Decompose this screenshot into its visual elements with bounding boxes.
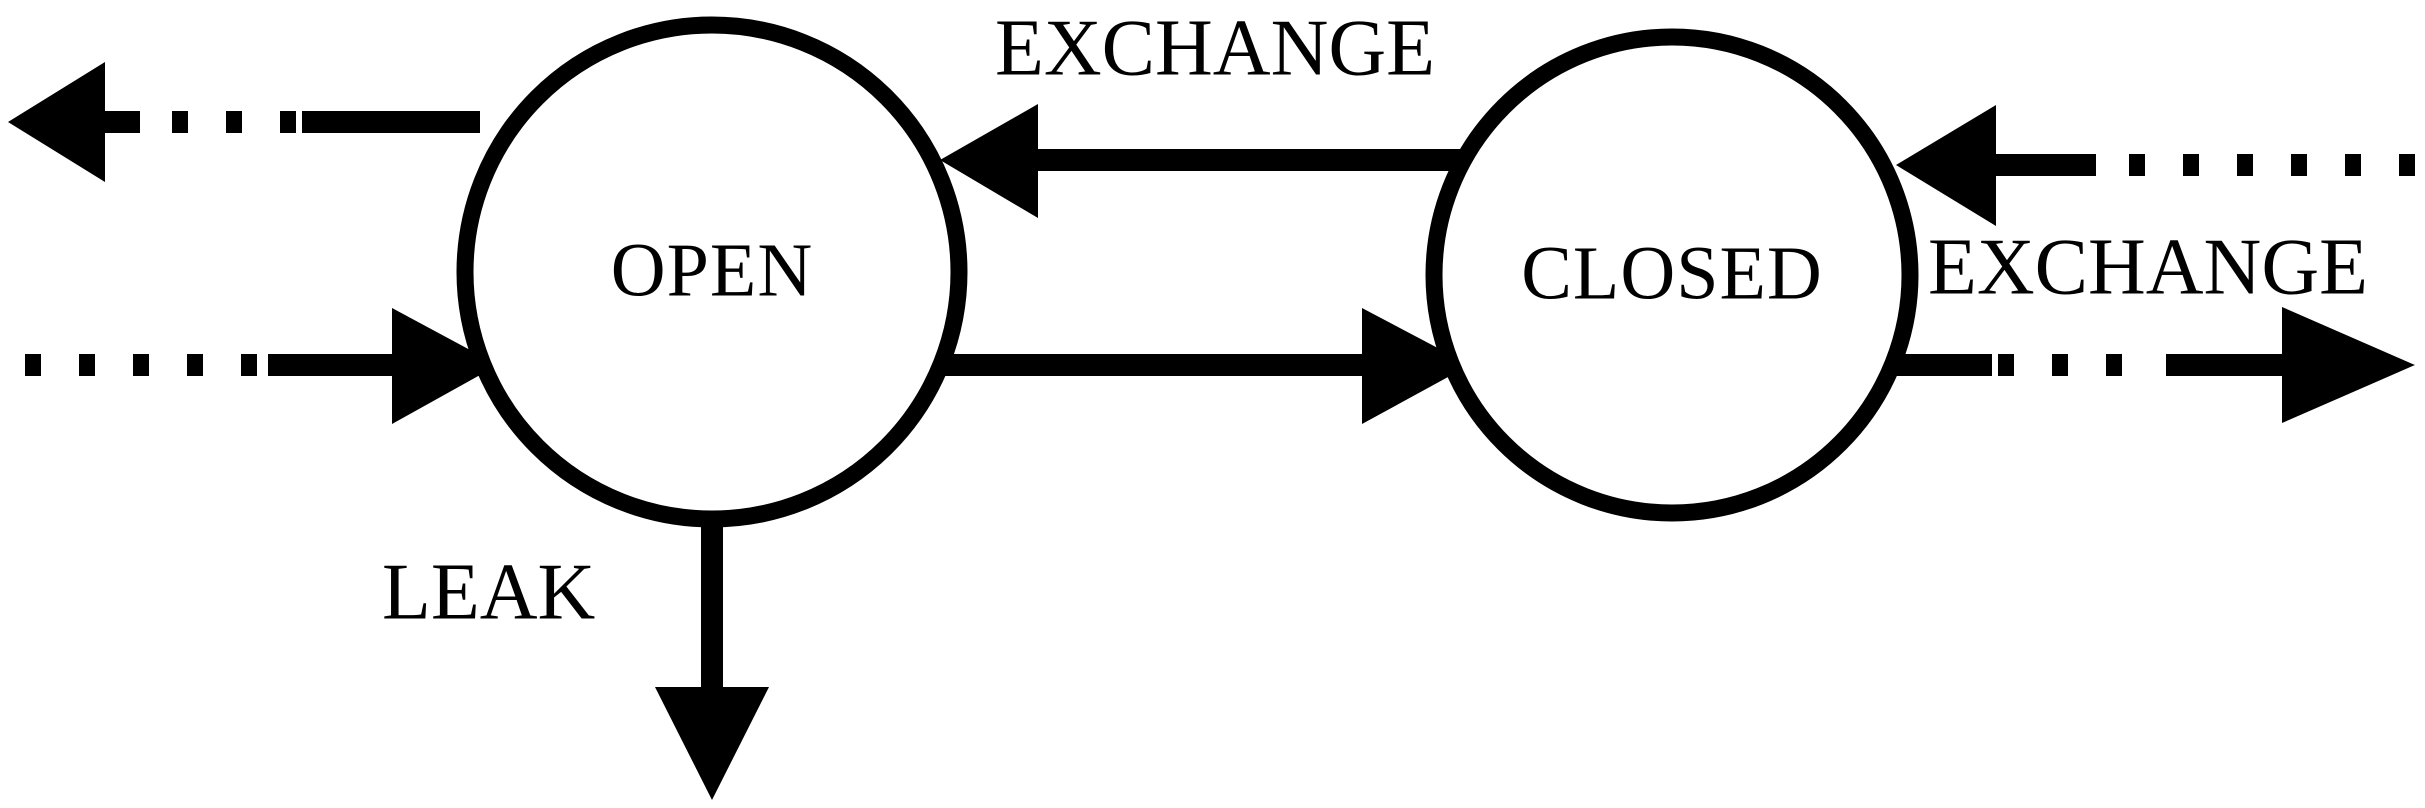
edge-open-leak — [655, 500, 769, 800]
node-open-circle[interactable] — [456, 16, 968, 528]
node-closed[interactable]: CLOSED — [1425, 28, 1919, 522]
edge-open-out-left — [8, 62, 480, 182]
edge-closed-to-open — [940, 104, 1468, 218]
edge-external-in-open-arrowhead — [392, 308, 498, 424]
edge-closed-out-right — [1880, 307, 2415, 423]
edge-open-out-left-arrowhead — [8, 62, 105, 182]
edge-external-in-open — [25, 308, 498, 424]
node-closed-label: CLOSED — [1521, 231, 1823, 315]
edge-external-in-closed-arrowhead — [1896, 105, 1996, 226]
edge-open-to-closed — [930, 308, 1470, 424]
node-open[interactable]: OPEN — [456, 16, 968, 528]
edge-open-leak-arrowhead — [655, 687, 769, 800]
node-closed-circle[interactable] — [1425, 28, 1919, 522]
edge-label-leak: LEAK — [382, 548, 595, 636]
edge-open-to-closed-arrowhead — [1362, 308, 1470, 424]
edge-label-exchange-right: EXCHANGE — [1928, 223, 2368, 311]
edge-closed-out-right-arrowhead — [2282, 307, 2415, 423]
edge-label-exchange-top: EXCHANGE — [995, 4, 1435, 92]
node-open-label: OPEN — [611, 228, 813, 312]
edge-external-in-closed — [1896, 105, 2415, 226]
edge-closed-to-open-arrowhead — [940, 104, 1038, 218]
